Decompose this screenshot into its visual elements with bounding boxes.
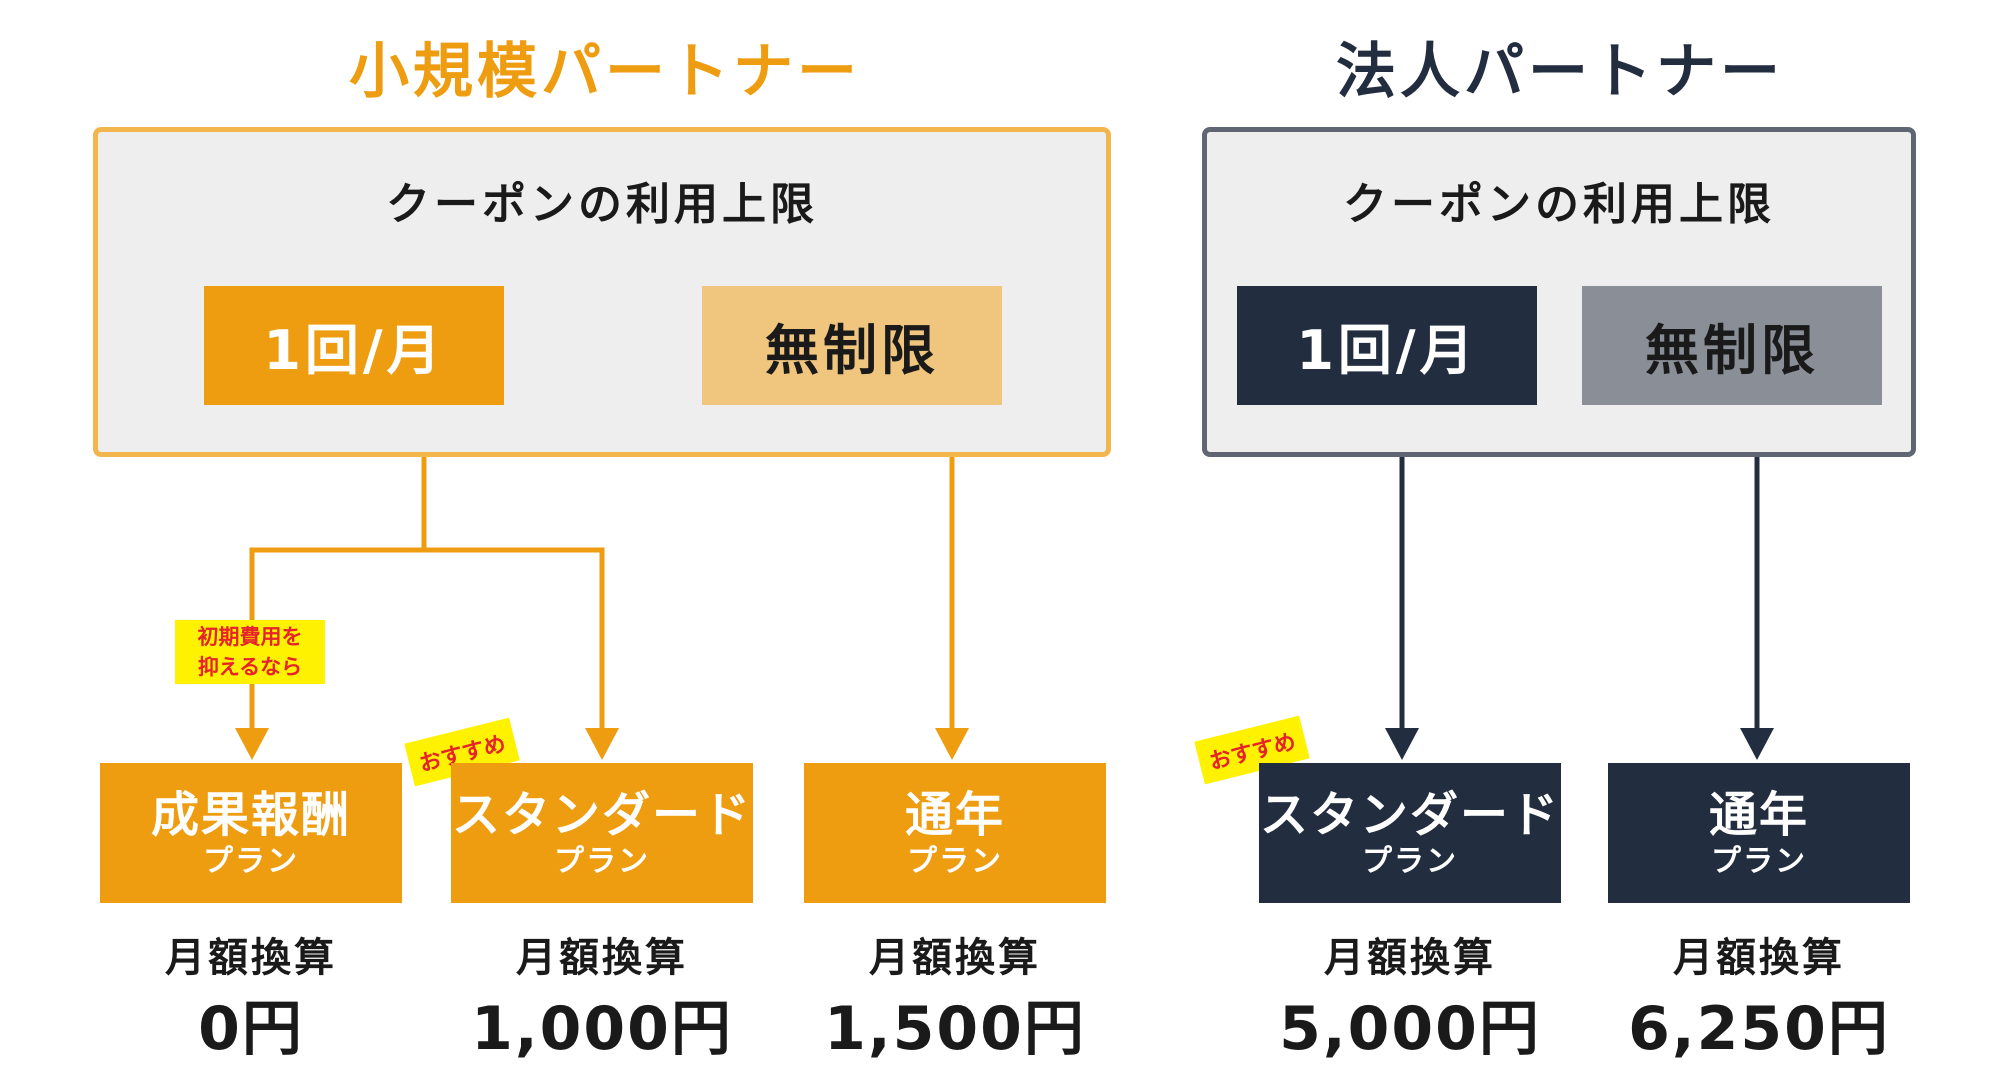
plan-performance-fee: 成果報酬 プラン [100, 763, 402, 903]
arrowhead-corp-standard [1385, 728, 1419, 760]
plan-standard-small: スタンダード プラン [451, 763, 753, 903]
plan-name: スタンダード [1259, 787, 1560, 843]
price-annual-small: 1,500円 [824, 994, 1086, 1064]
plan-name: 通年 [904, 787, 1005, 843]
plan-standard-corporate: スタンダード プラン [1259, 763, 1561, 903]
price-label-standard-corporate: 月額換算 [1324, 935, 1496, 981]
corporate-partner-limit-unlimited: 無制限 [1582, 286, 1882, 405]
right-connectors [1399, 405, 1760, 728]
corporate-partner-title: 法人パートナー [1336, 37, 1784, 107]
plan-sub: プラン [1362, 844, 1458, 879]
left-arrowheads [235, 728, 969, 760]
corporate-partner-panel-heading: クーポンの利用上限 [1343, 179, 1775, 230]
arrowhead-standard [585, 728, 619, 760]
price-annual-corporate: 6,250円 [1628, 994, 1890, 1064]
price-label-performance: 月額換算 [165, 935, 337, 981]
price-standard-small: 1,000円 [471, 994, 733, 1064]
small-partner-panel-heading: クーポンの利用上限 [386, 179, 818, 230]
plan-sub: プラン [203, 844, 299, 879]
arrowhead-annual [935, 728, 969, 760]
plan-sub: プラン [1711, 844, 1807, 879]
arrowhead-corp-annual [1740, 728, 1774, 760]
small-partner-limit-unlimited: 無制限 [702, 286, 1002, 405]
corporate-partner-limit-monthly: 1回/月 [1237, 286, 1537, 405]
arrowhead-performance [235, 728, 269, 760]
plan-annual-small: 通年 プラン [804, 763, 1106, 903]
price-standard-corporate: 5,000円 [1279, 994, 1541, 1064]
plan-sub: プラン [907, 844, 1003, 879]
price-label-annual-corporate: 月額換算 [1673, 935, 1845, 981]
small-partner-limit-monthly: 1回/月 [204, 286, 504, 405]
plan-name: スタンダード [451, 787, 752, 843]
price-performance: 0円 [198, 994, 304, 1064]
plan-name: 成果報酬 [150, 787, 351, 843]
plan-name: 通年 [1708, 787, 1809, 843]
initial-cost-note: 初期費用を抑えるなら [175, 620, 325, 684]
price-label-standard-small: 月額換算 [516, 935, 688, 981]
small-partner-title: 小規模パートナー [349, 37, 861, 107]
plan-annual-corporate: 通年 プラン [1608, 763, 1910, 903]
right-arrowheads [1385, 728, 1774, 760]
price-label-annual-small: 月額換算 [869, 935, 1041, 981]
plan-sub: プラン [554, 844, 650, 879]
